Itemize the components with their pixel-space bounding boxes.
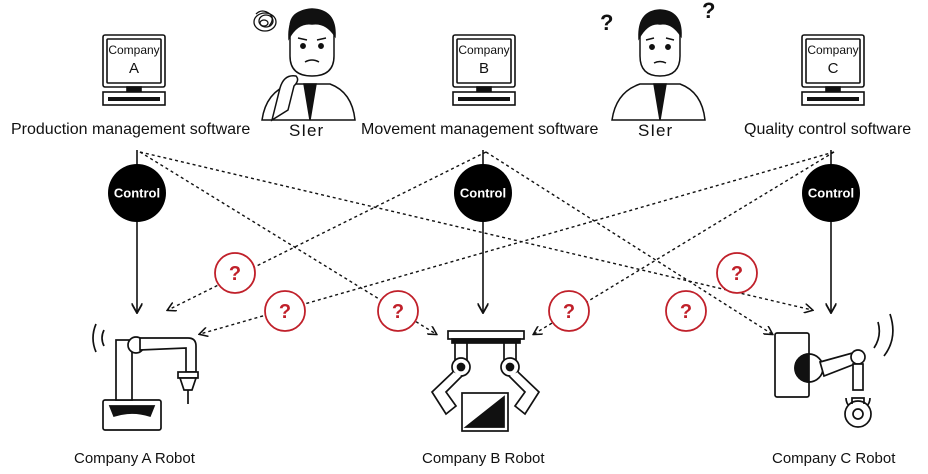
control-badge-c: Control [802, 164, 860, 222]
svg-text:?: ? [731, 263, 743, 285]
control-badge-label: Control [808, 186, 854, 201]
question-badge: ? [716, 252, 758, 294]
questioning-person-icon: ? ? [600, 0, 715, 121]
monitor-company-letter: B [479, 60, 489, 77]
robot-arm-icon [92, 323, 199, 431]
software-label-c: Quality control software [744, 121, 912, 138]
monitor-company-letter: A [129, 60, 139, 77]
question-badge: ? [264, 290, 306, 332]
computer-b-icon: Company B [452, 34, 516, 106]
svg-text:?: ? [702, 0, 715, 23]
robot-label-b: Company B Robot [422, 450, 545, 467]
software-label-b: Movement management software [361, 121, 599, 138]
svg-text:?: ? [279, 301, 291, 323]
question-badge: ? [548, 290, 590, 332]
svg-text:?: ? [563, 301, 575, 323]
question-badge: ? [377, 290, 419, 332]
computer-c-icon: Company C [801, 34, 865, 106]
control-badge-label: Control [114, 186, 160, 201]
svg-text:?: ? [600, 10, 613, 35]
robot-label-a: Company A Robot [74, 450, 195, 467]
dashed-arrow-c-to-a [200, 151, 835, 334]
monitor-company-label: Company [108, 43, 159, 57]
dashed-arrow-b-to-a [168, 151, 487, 310]
dashed-arrow-c-to-b [534, 151, 835, 334]
svg-text:?: ? [392, 301, 404, 323]
computer-a-icon: Company A [102, 34, 166, 106]
question-badges: ? ? ? ? ? ? [214, 252, 758, 332]
monitor-company-letter: C [828, 60, 839, 77]
control-badge-label: Control [460, 186, 506, 201]
question-badge: ? [665, 290, 707, 332]
sier-label-1: SIer [289, 121, 325, 140]
svg-text:?: ? [229, 263, 241, 285]
monitor-company-label: Company [807, 43, 858, 57]
gripper-robot-icon [430, 330, 541, 432]
software-label-a: Production management software [11, 121, 251, 138]
wall-robot-arm-icon [774, 313, 894, 428]
monitor-company-label: Company [458, 43, 509, 57]
dashed-arrow-a-to-c [139, 151, 812, 310]
robot-label-c: Company C Robot [772, 450, 896, 467]
control-badge-a: Control [108, 164, 166, 222]
svg-text:?: ? [680, 301, 692, 323]
question-badge: ? [214, 252, 256, 294]
control-badge-b: Control [454, 164, 512, 222]
confused-person-icon [253, 8, 356, 122]
dashed-arrow-b-to-c [485, 151, 772, 334]
sier-label-2: SIer [638, 121, 674, 140]
